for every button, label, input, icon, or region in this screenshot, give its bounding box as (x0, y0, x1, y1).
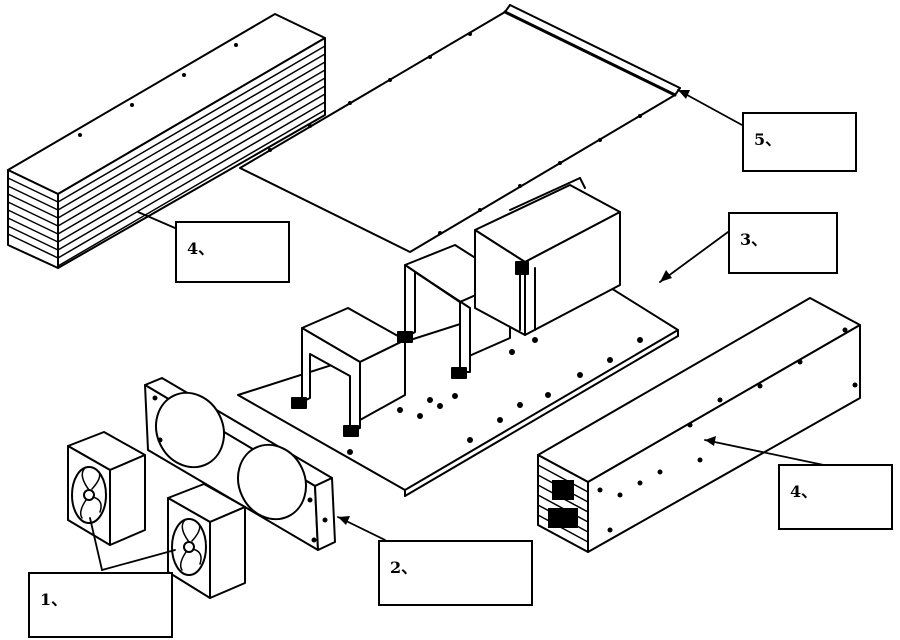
left-heatsink-module (7, 13, 326, 269)
callout-fans-text: 1、 (40, 590, 68, 609)
fan-upper (67, 431, 146, 546)
callout-modules: 3、 (728, 212, 838, 274)
transformer-block (474, 177, 621, 336)
top-cover-plate (239, 4, 681, 253)
leader-lines (89, 89, 839, 571)
callout-front-panel-text: 2、 (390, 558, 418, 577)
callout-fans: 1、 (28, 572, 173, 638)
callout-top-cover-text: 5、 (754, 130, 782, 149)
callout-heatsink-right-text: 4、 (790, 482, 818, 501)
bracket-module-small (291, 307, 406, 437)
right-heatsink-module (537, 297, 861, 553)
callout-top-cover: 5、 (742, 112, 857, 172)
callout-heatsink-left-text: 4、 (187, 239, 215, 258)
callout-heatsink-right: 4、 (778, 464, 893, 530)
fan-lower (167, 483, 246, 599)
callout-heatsink-left: 4、 (175, 221, 290, 283)
callout-modules-text: 3、 (740, 230, 768, 249)
front-panel (144, 377, 336, 551)
callout-front-panel: 2、 (378, 540, 533, 606)
